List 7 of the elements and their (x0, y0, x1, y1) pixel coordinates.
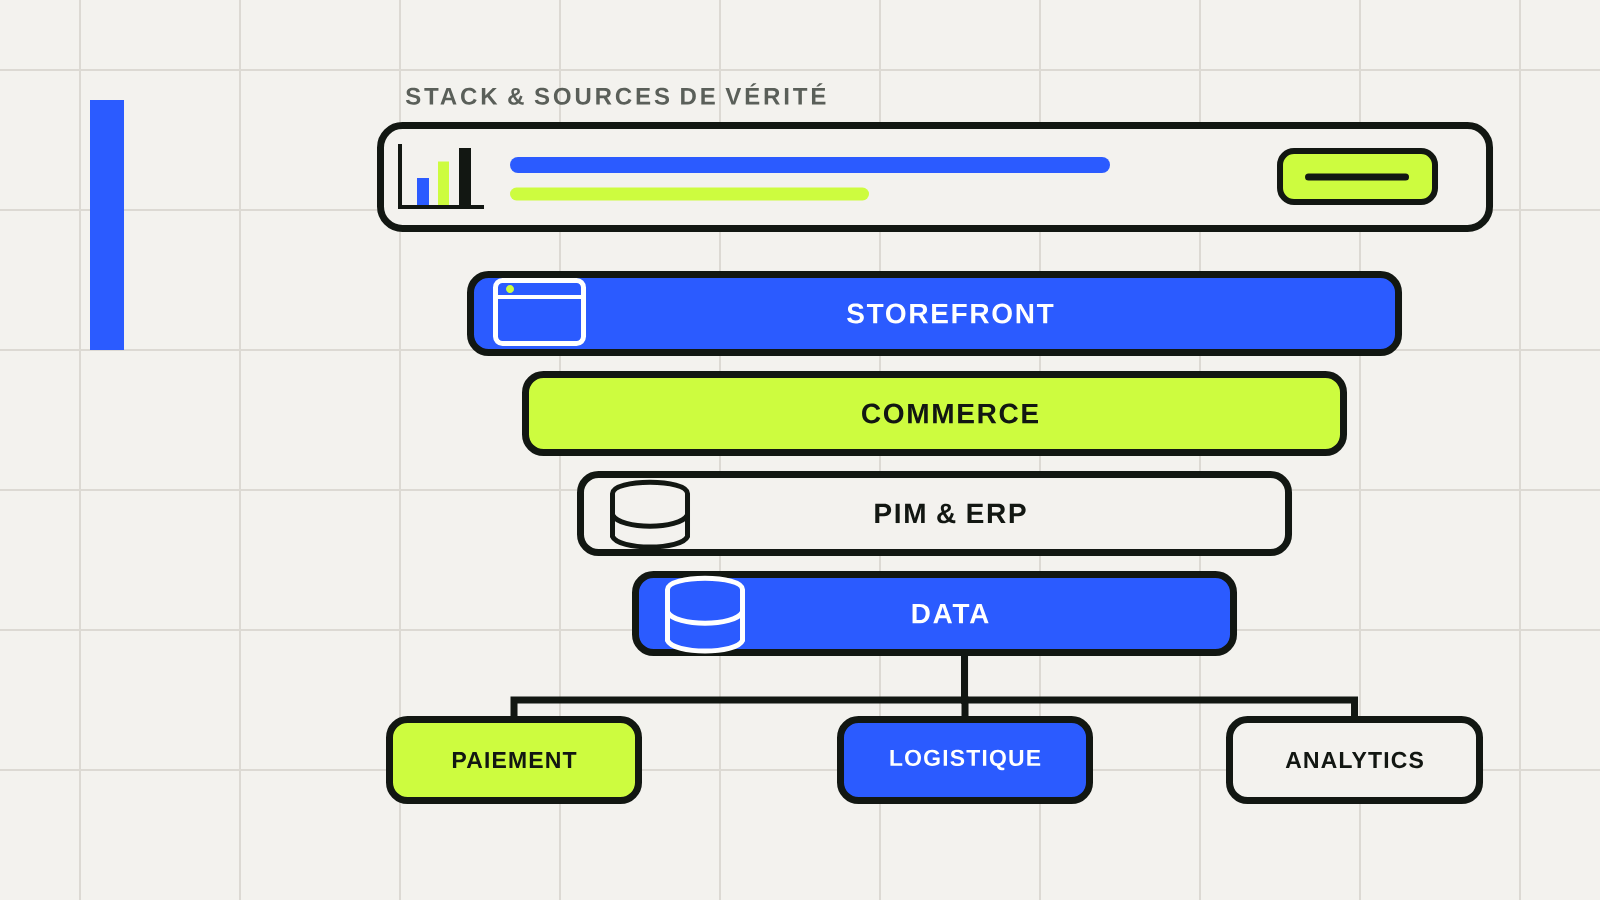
layer-box: STOREFRONT (467, 271, 1402, 356)
title: STACK & SOURCES DE VÉRITÉ (405, 83, 826, 105)
layer-box: COMMERCE (522, 371, 1347, 456)
layer-box: PIM & ERP (577, 471, 1292, 556)
service-box: ANALYTICS (1226, 716, 1483, 804)
service-box: LOGISTIQUE (837, 716, 1093, 804)
service-box: PAIEMENT (386, 716, 642, 804)
